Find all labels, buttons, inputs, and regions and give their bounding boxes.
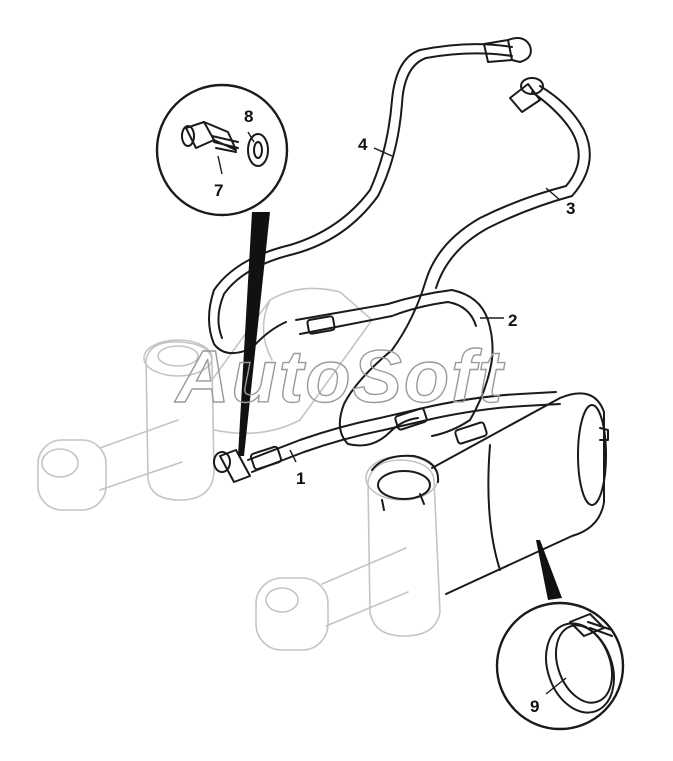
leader-8 bbox=[247, 131, 255, 143]
hose-clamp-9 bbox=[545, 613, 615, 714]
hose-2-fittings bbox=[306, 315, 488, 445]
hose-2-outline bbox=[299, 301, 477, 335]
steering-cylinder-main bbox=[371, 392, 609, 595]
callout-9: 9 bbox=[530, 697, 539, 716]
hose-4-end-fitting bbox=[483, 37, 532, 63]
callout-1: 1 bbox=[296, 469, 305, 488]
leader-7 bbox=[217, 155, 223, 175]
hose-1 bbox=[247, 391, 557, 461]
leader-3 bbox=[545, 187, 561, 201]
union-fitting-7 bbox=[181, 121, 239, 153]
hose-2 bbox=[295, 289, 494, 437]
sealing-washer-8 bbox=[247, 133, 269, 167]
hose-4-outline bbox=[217, 52, 513, 339]
callout-3: 3 bbox=[566, 199, 575, 218]
leader-4 bbox=[373, 147, 393, 157]
hose-3 bbox=[338, 91, 580, 447]
ghost-steering-cylinder-right bbox=[255, 455, 441, 651]
callout-8: 8 bbox=[244, 107, 253, 126]
hose-4 bbox=[208, 43, 513, 355]
watermark-text: AutoSoft bbox=[174, 335, 506, 418]
callout-7: 7 bbox=[214, 181, 223, 200]
union-detail-pointer bbox=[238, 212, 270, 456]
union-detail-circle bbox=[155, 83, 289, 217]
callout-2: 2 bbox=[508, 311, 517, 330]
hose-3-end-fitting bbox=[509, 77, 544, 113]
clamp-detail-circle bbox=[495, 601, 625, 731]
clamp-detail-pointer bbox=[536, 540, 562, 600]
hose-3-outline bbox=[435, 85, 591, 289]
leader-1 bbox=[289, 449, 297, 463]
leader-9 bbox=[545, 677, 567, 695]
hose-1-end-fitting bbox=[213, 445, 283, 483]
hose-1-outline bbox=[251, 403, 561, 473]
callout-4: 4 bbox=[358, 135, 368, 154]
